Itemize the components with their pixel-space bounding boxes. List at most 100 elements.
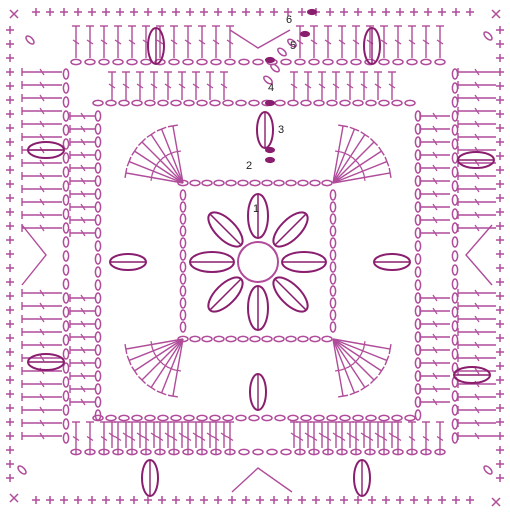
chain-stitch — [180, 202, 185, 212]
corner-chain — [25, 35, 36, 46]
chain-stitch — [63, 111, 68, 121]
chain-stitch — [435, 59, 445, 64]
chain-stitch — [183, 59, 193, 64]
chain-stitch — [253, 59, 263, 64]
chain-stitch — [63, 237, 68, 247]
chain-stitch — [330, 286, 335, 296]
chain-stitch — [452, 139, 457, 149]
chain-stitch — [286, 336, 296, 341]
ray-cap — [338, 125, 348, 127]
chain-stitch — [223, 415, 233, 420]
chain-stitch — [330, 262, 335, 272]
chain-stitch — [95, 384, 100, 394]
chain-stitch — [95, 228, 100, 238]
chain-stitch — [330, 238, 335, 248]
chain-stitch — [452, 237, 457, 247]
ray-cap — [147, 385, 155, 390]
chain-stitch — [119, 100, 129, 105]
ray-crossbar — [364, 341, 365, 348]
chain-stitch — [452, 293, 457, 303]
chain-stitch — [197, 415, 207, 420]
chain-stitch — [379, 59, 389, 64]
chain-stitch — [275, 415, 285, 420]
row-label-6: 6 — [286, 14, 292, 26]
chain-stitch — [95, 358, 100, 368]
petal-stem — [275, 214, 306, 245]
ray-crossbar — [358, 354, 362, 360]
chain-stitch — [405, 415, 415, 420]
chain-stitch — [452, 335, 457, 345]
chain-stitch — [95, 397, 100, 407]
chain-stitch — [236, 415, 246, 420]
chain-stitch — [63, 223, 68, 233]
chain-stitch — [63, 209, 68, 219]
chain-stitch — [95, 111, 100, 121]
chain-stitch — [95, 176, 100, 186]
chain-stitch — [323, 59, 333, 64]
chain-stitch — [180, 226, 185, 236]
chain-stitch — [95, 371, 100, 381]
chain-stitch — [197, 59, 207, 64]
chain-stitch — [63, 251, 68, 261]
chain-stitch — [226, 336, 236, 341]
chain-stitch — [63, 349, 68, 359]
chain-stitch — [180, 214, 185, 224]
turning-chain — [269, 63, 280, 73]
chain-stitch — [452, 251, 457, 261]
chain-stitch — [452, 307, 457, 317]
chain-stitch — [180, 262, 185, 272]
chain-stitch — [452, 405, 457, 415]
chain-stitch — [330, 250, 335, 260]
chain-stitch — [322, 180, 332, 185]
chain-stitch — [330, 298, 335, 308]
row-label-4: 4 — [268, 82, 274, 94]
chain-stitch — [340, 100, 350, 105]
chain-stitch — [281, 449, 291, 454]
chain-stitch — [301, 100, 311, 105]
chain-stitch — [95, 241, 100, 251]
chain-stitch — [330, 322, 335, 332]
ray-cap — [147, 132, 155, 137]
chain-stitch — [95, 254, 100, 264]
chain-stitch — [337, 59, 347, 64]
chain-stitch — [63, 153, 68, 163]
side-v — [22, 225, 46, 285]
chain-stitch — [180, 298, 185, 308]
ray-crossbar — [151, 174, 152, 181]
chain-stitch — [95, 306, 100, 316]
chain-stitch — [452, 111, 457, 121]
chain-stitch — [93, 100, 103, 105]
chain-stitch — [452, 321, 457, 331]
chain-stitch — [351, 59, 361, 64]
chain-stitch — [452, 391, 457, 401]
chain-stitch — [63, 125, 68, 135]
chain-stitch — [171, 415, 181, 420]
chain-stitch — [180, 238, 185, 248]
chain-stitch — [180, 190, 185, 200]
bottom-v — [232, 468, 292, 492]
chain-stitch — [132, 100, 142, 105]
petal-stem — [210, 214, 241, 245]
chain-stitch — [253, 449, 263, 454]
chain-stitch — [95, 163, 100, 173]
ray-cap — [379, 367, 384, 375]
turning-chain — [276, 47, 287, 57]
chain-stitch — [239, 59, 249, 64]
chain-stitch — [250, 336, 260, 341]
stitch-symbols — [6, 8, 504, 506]
ray-cap — [361, 385, 369, 390]
chain-stitch — [158, 100, 168, 105]
corner-chain — [483, 31, 494, 42]
chain-stitch — [330, 310, 335, 320]
chain-stitch — [63, 195, 68, 205]
chain-stitch — [295, 59, 305, 64]
chain-stitch — [223, 100, 233, 105]
chain-stitch — [452, 195, 457, 205]
chain-stitch — [95, 189, 100, 199]
chain-stitch — [71, 59, 81, 64]
chain-stitch — [330, 202, 335, 212]
corner-chain — [483, 465, 494, 476]
chain-stitch — [327, 100, 337, 105]
ray-cap — [168, 395, 178, 397]
chain-stitch — [281, 59, 291, 64]
